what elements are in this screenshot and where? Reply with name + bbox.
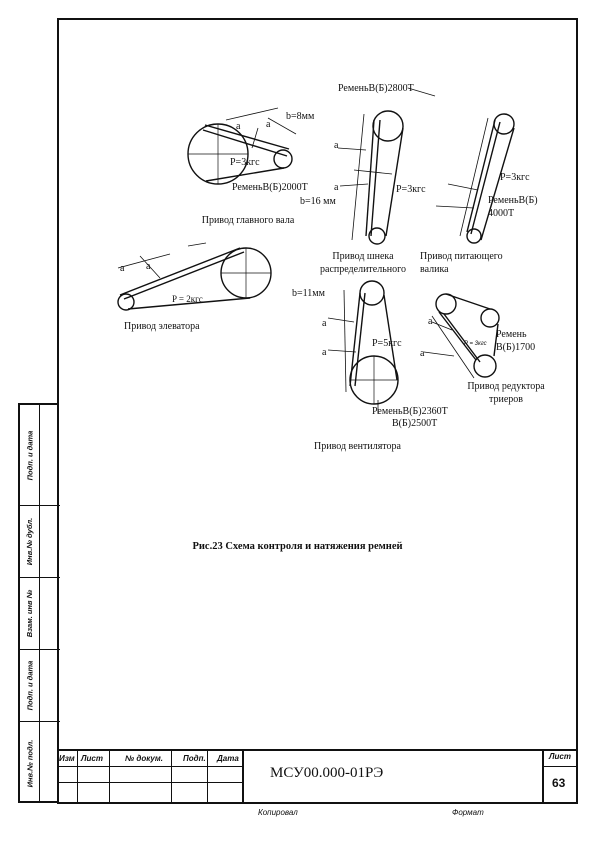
title-block-row-line — [57, 766, 242, 767]
figure-caption: Рис.23 Схема контроля и натяжения ремней — [192, 541, 403, 552]
side-table-row-line — [20, 649, 60, 650]
label-a-auger: а — [334, 140, 339, 151]
label-p3-trier: P = 3кгс — [464, 341, 487, 347]
label-fan: Привод вентилятора — [314, 441, 402, 452]
label-trier: Привод редуктора триеров — [467, 381, 545, 405]
fan-drive — [327, 280, 399, 414]
title-block-row-line — [542, 766, 578, 767]
label-p3-main: P=3кгс — [230, 157, 260, 168]
label-p5: P=5кгс — [372, 338, 402, 349]
label-b11: b=11мм — [292, 288, 326, 299]
label-a-elevator: а — [120, 263, 125, 274]
header-sheet: Лист — [81, 754, 103, 763]
label-main-shaft: Привод главного вала — [201, 215, 295, 226]
label-a-main: а — [236, 121, 241, 132]
header-doc-number: № докум. — [125, 754, 163, 763]
side-table-divider — [39, 405, 40, 801]
auger-drive — [337, 87, 436, 245]
drawing-frame — [57, 18, 578, 804]
main-shaft-drive — [187, 107, 297, 185]
label-belt-4000-wrap: РеменьВ(Б) 4000Т — [488, 195, 538, 219]
header-date: Дата — [217, 754, 239, 763]
label-a-elevator-2: а — [146, 261, 151, 272]
title-block-col-line — [242, 749, 244, 804]
label-a-trier: а — [428, 316, 433, 327]
title-block: Изм Лист № докум. Подп. Дата — [57, 749, 578, 804]
label-a-fan-2: а — [322, 347, 327, 358]
feed-roller-drive — [435, 113, 515, 244]
label-trier-wrap: Привод редуктора триеров — [467, 381, 545, 405]
label-belt-4000: РеменьВ(Б) 4000Т — [488, 195, 538, 219]
title-block-top-line — [57, 749, 578, 751]
label-b8: b=8мм — [286, 111, 315, 122]
title-block-col-line — [109, 749, 110, 804]
header-signature: Подп. — [183, 754, 206, 763]
side-table-row-line — [20, 577, 60, 578]
header-change: Изм — [59, 754, 75, 763]
label-p3-auger: P=3кгс — [396, 184, 426, 195]
label-auger-wrap: Привод шнека распределительного — [320, 251, 406, 275]
title-block-col-line — [542, 749, 544, 804]
elevator-drive — [117, 242, 272, 311]
title-block-col-line — [77, 749, 78, 804]
label-belt-2800: РеменьВ(Б)2800Т — [338, 83, 414, 94]
label-a-trier-2: а — [420, 348, 425, 359]
label-p2: P = 2кгс — [172, 294, 203, 304]
label-belt-2000: РеменьВ(Б)2000Т — [232, 182, 308, 193]
label-auger: Привод шнека распределительного — [320, 251, 406, 275]
label-belt-1700-wrap: Ремень В(Б)1700 — [496, 329, 536, 353]
side-table-row-line — [20, 721, 60, 722]
label-main-shaft-wrap: Привод главного вала — [201, 215, 295, 226]
label-elevator: Привод элеватора — [124, 321, 200, 332]
label-a-fan: а — [322, 318, 327, 329]
label-a-auger-2: а — [334, 182, 339, 193]
footer-copied: Копировал — [258, 808, 298, 817]
sheet-label: Лист — [549, 752, 571, 761]
label-belt-2360: РеменьВ(Б)2360Т — [372, 406, 448, 417]
title-block-col-line — [207, 749, 208, 804]
title-block-col-line — [171, 749, 172, 804]
footer-format: Формат — [452, 808, 484, 817]
side-table-row-line — [20, 505, 60, 506]
side-stamp-table: Подп. и дата Инв.№ дубл. Взам. инв № Под… — [18, 403, 60, 803]
label-belt-2500: В(Б)2500Т — [392, 418, 437, 429]
label-feed: Привод питающего валика — [420, 251, 503, 275]
label-feed-wrap: Привод питающего валика — [420, 251, 503, 275]
label-belt-1700: Ремень В(Б)1700 — [496, 329, 536, 353]
label-a-main-2: а — [266, 119, 271, 130]
sheet-number: 63 — [552, 776, 566, 790]
title-block-row-line — [57, 782, 242, 783]
trier-drive — [423, 293, 500, 379]
label-p3-feed: P=3кгс — [500, 172, 530, 183]
document-code: МСУ00.000-01РЭ — [270, 765, 384, 781]
label-b16: b=16 мм — [300, 196, 336, 207]
